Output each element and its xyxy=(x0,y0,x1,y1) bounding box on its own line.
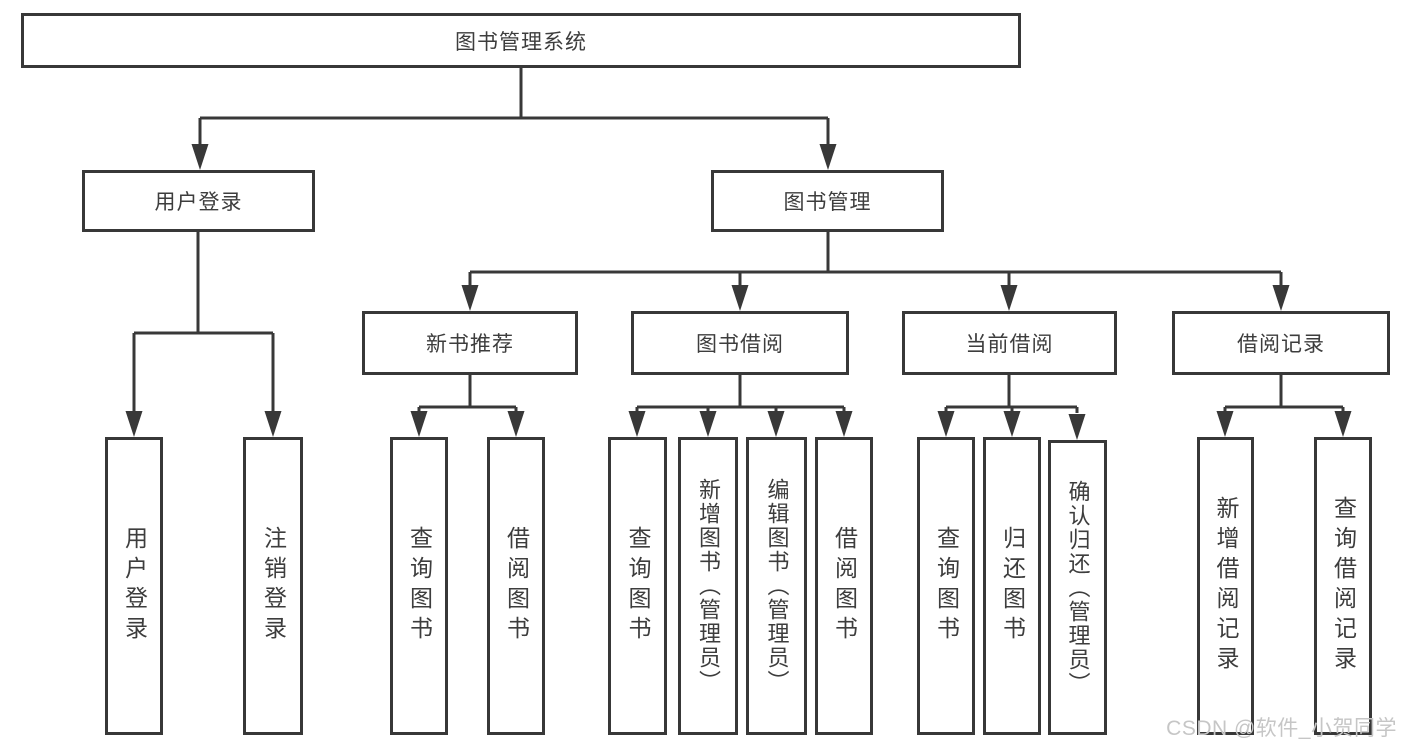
leaf-borrow-books-recommend: 借阅图书 xyxy=(487,437,545,735)
leaf-return-books: 归还图书 xyxy=(983,437,1041,735)
node-label: 新增借阅记录 xyxy=(1213,496,1239,676)
node-label: 图书管理系统 xyxy=(455,30,587,54)
leaf-add-book-admin: 新增图书（管理员） xyxy=(678,437,738,735)
node-label: 注销登录 xyxy=(260,526,287,646)
node-label: 借阅图书 xyxy=(503,526,530,646)
node-label: 归还图书 xyxy=(999,526,1026,646)
node-label: 查询图书 xyxy=(933,526,960,646)
node-root: 图书管理系统 xyxy=(21,13,1021,68)
leaf-query-borrow-record: 查询借阅记录 xyxy=(1314,437,1372,735)
leaf-query-books-borrow: 查询图书 xyxy=(608,437,667,735)
leaf-add-borrow-record: 新增借阅记录 xyxy=(1197,437,1254,735)
node-user-login: 用户登录 xyxy=(82,170,315,232)
watermark-text: CSDN @软件_小贺同学 xyxy=(1166,717,1397,740)
node-new-book-recommendation: 新书推荐 xyxy=(362,311,578,375)
node-label: 新书推荐 xyxy=(426,333,514,356)
node-borrowing-records: 借阅记录 xyxy=(1172,311,1390,375)
node-label: 确认归还（管理员） xyxy=(1065,479,1091,696)
node-label: 图书借阅 xyxy=(696,333,784,356)
node-label: 查询图书 xyxy=(625,526,651,646)
node-label: 用户登录 xyxy=(154,191,243,214)
node-label: 用户登录 xyxy=(121,526,148,646)
node-label: 新增图书（管理员） xyxy=(696,478,721,694)
node-label: 查询借阅记录 xyxy=(1330,496,1357,676)
node-label: 图书管理 xyxy=(783,191,872,214)
node-label: 查询图书 xyxy=(406,526,433,646)
leaf-edit-book-admin: 编辑图书（管理员） xyxy=(746,437,807,735)
leaf-user-login: 用户登录 xyxy=(105,437,163,735)
node-current-borrowing: 当前借阅 xyxy=(902,311,1117,375)
node-label: 借阅图书 xyxy=(831,526,858,646)
leaf-logout: 注销登录 xyxy=(243,437,303,735)
leaf-query-books-recommend: 查询图书 xyxy=(390,437,448,735)
node-label: 编辑图书（管理员） xyxy=(764,478,790,694)
leaf-confirm-return-admin: 确认归还（管理员） xyxy=(1048,440,1107,735)
node-book-management: 图书管理 xyxy=(711,170,944,232)
node-label: 当前借阅 xyxy=(965,333,1054,356)
leaf-borrow-books: 借阅图书 xyxy=(815,437,873,735)
node-book-borrowing: 图书借阅 xyxy=(631,311,849,375)
node-label: 借阅记录 xyxy=(1237,333,1325,356)
leaf-query-books-current: 查询图书 xyxy=(917,437,975,735)
